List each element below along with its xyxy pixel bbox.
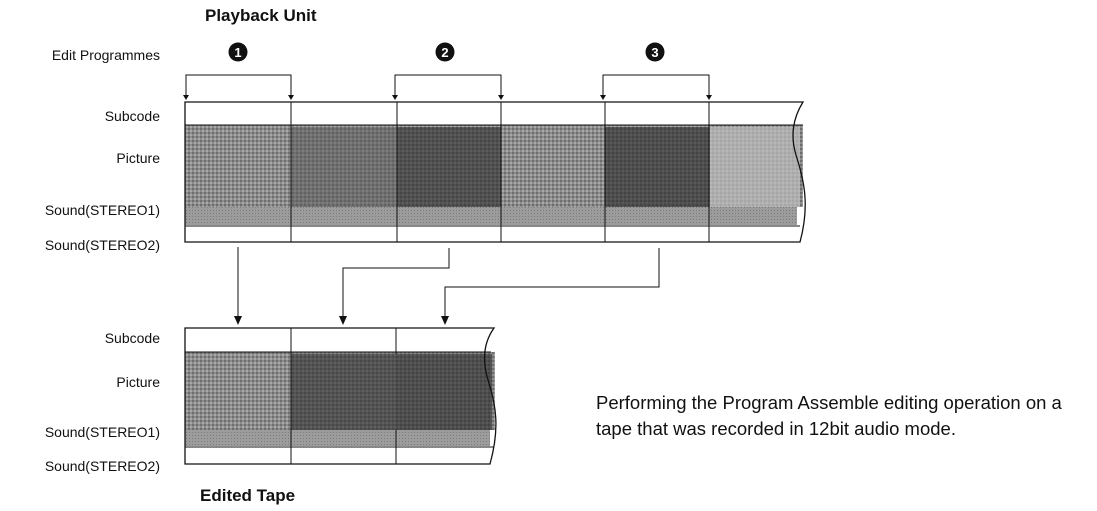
programme-marker-1: 1 [229,43,248,62]
edited-tape [185,328,496,464]
edited-frame-photo-2 [291,354,395,430]
playback-frame-photo-2 [291,127,396,207]
programme-number-1: 1 [234,45,241,60]
programme-marker-3: 3 [646,43,665,62]
programme-number-2: 2 [441,45,448,60]
playback-frame-photo-6 [710,127,800,207]
playback-tape [185,102,805,242]
playback-frame-photo-5 [605,127,709,207]
programme-marker-2: 2 [436,43,455,62]
programme-number-3: 3 [651,45,658,60]
playback-stereo1-band [185,207,797,225]
edited-frame-photo-3 [397,354,492,430]
playback-frame-photo-3 [397,127,501,207]
transfer-arrows [234,247,659,325]
programme-brackets [183,75,712,100]
edited-stereo1-band [185,430,490,446]
